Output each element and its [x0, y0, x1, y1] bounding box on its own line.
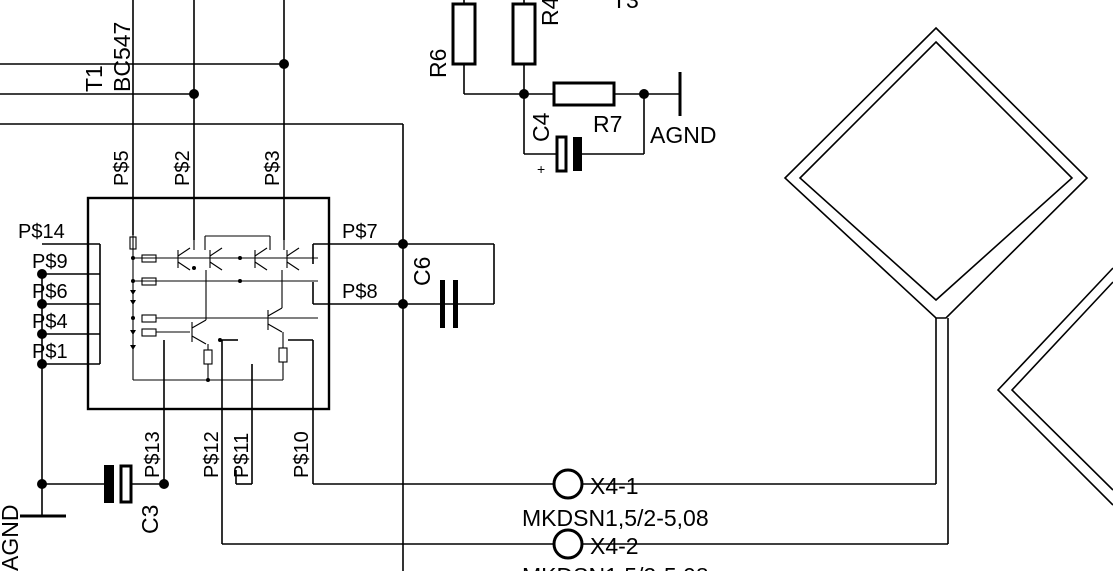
connector-x4-2 — [222, 528, 948, 560]
pin-p5-label: P$5 — [111, 150, 133, 186]
pin-p1-label: P$1 — [32, 341, 68, 363]
r4-label: R4 — [537, 0, 563, 26]
pin-p2-label: P$2 — [172, 150, 194, 186]
x4-1-ref: X4-1 — [590, 473, 639, 499]
r7-label: R7 — [593, 111, 622, 137]
antenna-loop-secondary — [996, 267, 1113, 506]
c4-polarity: + — [537, 161, 545, 177]
c4-capacitor — [524, 94, 645, 173]
pin-p7-label: P$7 — [342, 221, 378, 243]
x4-2-value: MKDSN1,5/2-5,08 — [522, 563, 709, 571]
c6-label: C6 — [409, 257, 435, 286]
r4-resistor — [511, 0, 537, 154]
ic-right-pins — [312, 239, 495, 309]
c6-capacitor — [440, 280, 458, 328]
t1-ref-label: T1 — [81, 65, 107, 92]
c3-label: C3 — [137, 505, 163, 534]
pin-p12-label: P$12 — [201, 431, 223, 478]
c3-capacitor — [42, 464, 164, 504]
r6-label: R6 — [425, 49, 451, 78]
agnd-top-label: AGND — [650, 122, 716, 148]
pin-p11-label: P$11 — [231, 433, 253, 478]
x4-1-value: MKDSN1,5/2-5,08 — [522, 505, 709, 531]
agnd-left-label: AGND — [0, 505, 23, 571]
c4-label: C4 — [528, 112, 554, 142]
pin-p10-label: P$10 — [291, 431, 313, 478]
ic-left-pins — [37, 243, 101, 515]
antenna-loop-main — [783, 26, 1089, 544]
pin-p9-label: P$9 — [32, 251, 68, 273]
t1-wiring — [0, 0, 404, 571]
r6-resistor — [451, 0, 477, 94]
pin-p8-label: P$8 — [342, 281, 378, 303]
connector-x4-1 — [313, 468, 936, 500]
ic-internal-circuit — [129, 235, 318, 382]
pin-p13-label: P$13 — [142, 431, 164, 478]
x4-2-ref: X4-2 — [590, 533, 639, 559]
t1-value-label: BC547 — [109, 22, 135, 92]
pin-p4-label: P$4 — [32, 311, 68, 333]
pin-p6-label: P$6 — [32, 281, 68, 303]
t3-label: T3 — [612, 0, 639, 13]
pin-p3-label: P$3 — [262, 150, 284, 186]
r7-resistor — [464, 81, 680, 107]
pin-p14-label: P$14 — [18, 221, 65, 243]
